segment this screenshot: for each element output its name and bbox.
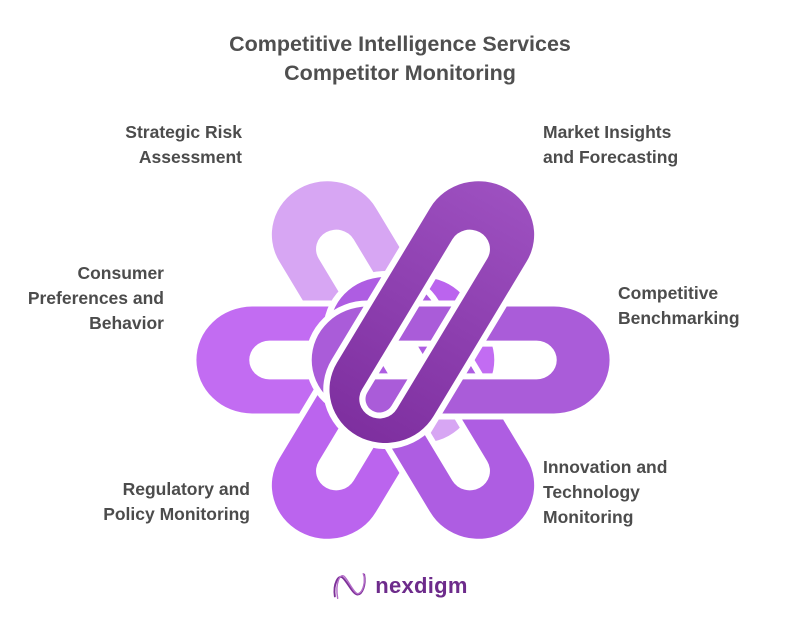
nexdigm-n-wave-icon [333, 572, 366, 600]
label-innovation-and-technology-monitoring: Innovation and Technology Monitoring [543, 457, 668, 527]
label-market-insights-and-forecasting: Market Insights and Forecasting [543, 122, 679, 167]
label-consumer-preferences-and-behavior: Consumer Preferences and Behavior [27, 263, 164, 333]
page-title: Competitive Intelligence Services Compet… [0, 30, 800, 88]
title-line-2: Competitor Monitoring [284, 61, 516, 85]
label-competitive-benchmarking: Competitive Benchmarking [618, 283, 740, 328]
nexdigm-wordmark: nexdigm [375, 573, 468, 598]
label-regulatory-and-policy-monitoring: Regulatory and Policy Monitoring [103, 479, 250, 524]
petal-top-right [323, 175, 541, 449]
nexdigm-logo: nexdigm [0, 570, 800, 602]
label-strategic-risk-assessment: Strategic Risk Assessment [125, 122, 242, 167]
interlocking-knot-diagram [190, 175, 616, 545]
title-line-1: Competitive Intelligence Services [229, 32, 571, 56]
